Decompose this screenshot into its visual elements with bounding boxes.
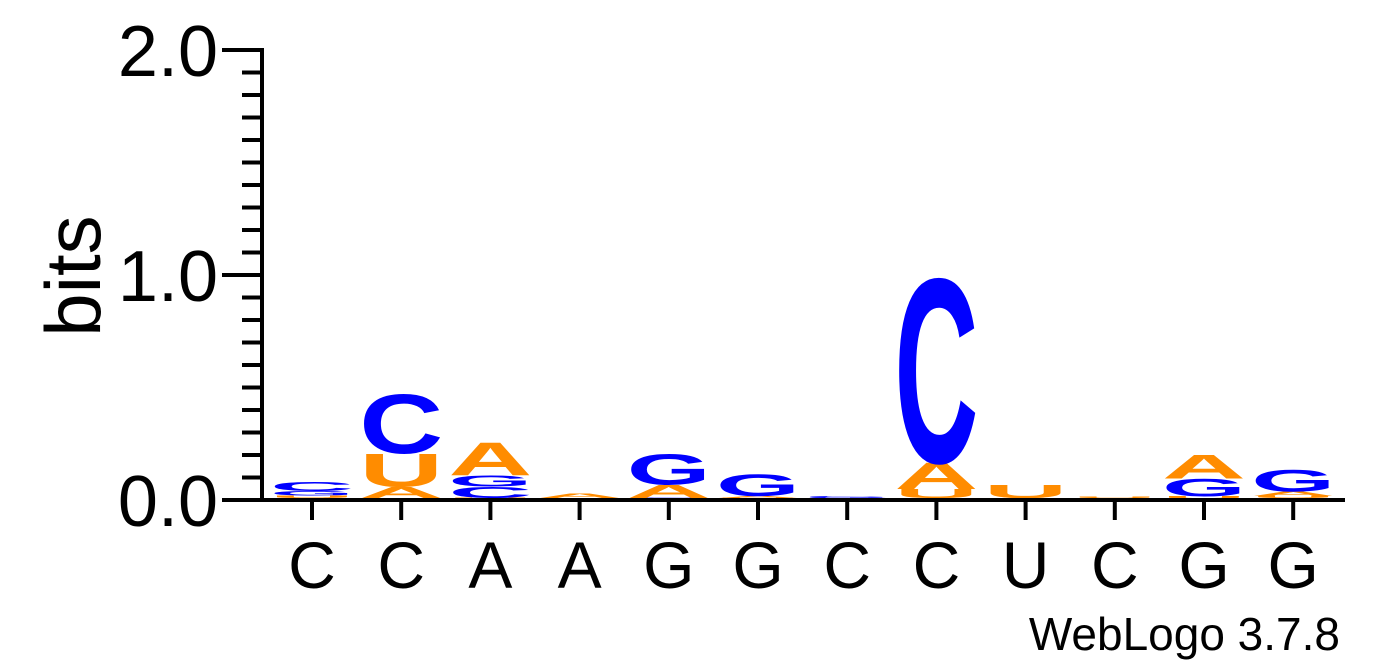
logo-letter-G: G: [805, 497, 889, 499]
logo-letter-C: C: [894, 224, 978, 519]
logo-letter-G: G: [1251, 463, 1335, 498]
logo-letter-U: U: [894, 487, 978, 501]
logo-letter-G: G: [270, 490, 354, 497]
logo-letter-G: G: [716, 467, 800, 502]
logo-letter-U: U: [1073, 497, 1157, 499]
logo-letter-G: G: [627, 445, 711, 494]
logo-letter-A: A: [627, 481, 711, 502]
logo-letter-C: C: [359, 376, 443, 471]
x-tick-label: C: [1091, 528, 1139, 602]
y-major-ticks: 0.0 1.0 2.0: [118, 12, 262, 542]
logo-letter-C: C: [448, 484, 532, 502]
x-tick-label: A: [558, 528, 602, 602]
y-tick-label: 1.0: [118, 237, 218, 317]
logo-letter-A: A: [538, 492, 622, 499]
y-minor-ticks: [242, 70, 262, 480]
x-tick-label: G: [1178, 528, 1229, 602]
logo-letter-U: U: [270, 495, 354, 498]
logo-letter-U: U: [1162, 496, 1246, 499]
logo-letter-A: A: [894, 456, 978, 498]
weblogo-version-footer: WebLogo 3.7.8: [1029, 608, 1340, 660]
x-tick-label: C: [913, 528, 961, 602]
logo-letter-A: A: [1162, 447, 1246, 486]
logo-letter-G: G: [1162, 474, 1246, 502]
x-tick-label: G: [732, 528, 783, 602]
logo-letter-G: G: [448, 472, 532, 490]
logo-letter-A: A: [716, 496, 800, 499]
logo-letter-U: U: [359, 444, 443, 497]
x-tick-label: C: [288, 528, 336, 602]
logo-letter-A: A: [359, 484, 443, 502]
logo-letter-U: U: [984, 481, 1068, 502]
logo-letter-A: A: [448, 433, 532, 486]
x-tick-label: A: [468, 528, 512, 602]
x-tick-label: C: [823, 528, 871, 602]
y-tick-label: 0.0: [118, 462, 218, 542]
letter-stacks: AUGCGAUCUCGAUCGAUCAGCUAGUAGCGUACGCAUCGAU…: [270, 224, 1335, 519]
logo-letter-A: A: [1251, 490, 1335, 497]
logo-letter-U: U: [1251, 495, 1335, 498]
logo-letter-C: C: [805, 496, 889, 498]
x-tick-label: U: [1002, 528, 1050, 602]
logo-letter-C: C: [270, 480, 354, 494]
y-axis-label: bits: [29, 215, 117, 336]
x-tick-label: G: [643, 528, 694, 602]
x-tick-label: G: [1268, 528, 1319, 602]
y-tick-label: 2.0: [118, 12, 218, 92]
x-tick-label: C: [377, 528, 425, 602]
